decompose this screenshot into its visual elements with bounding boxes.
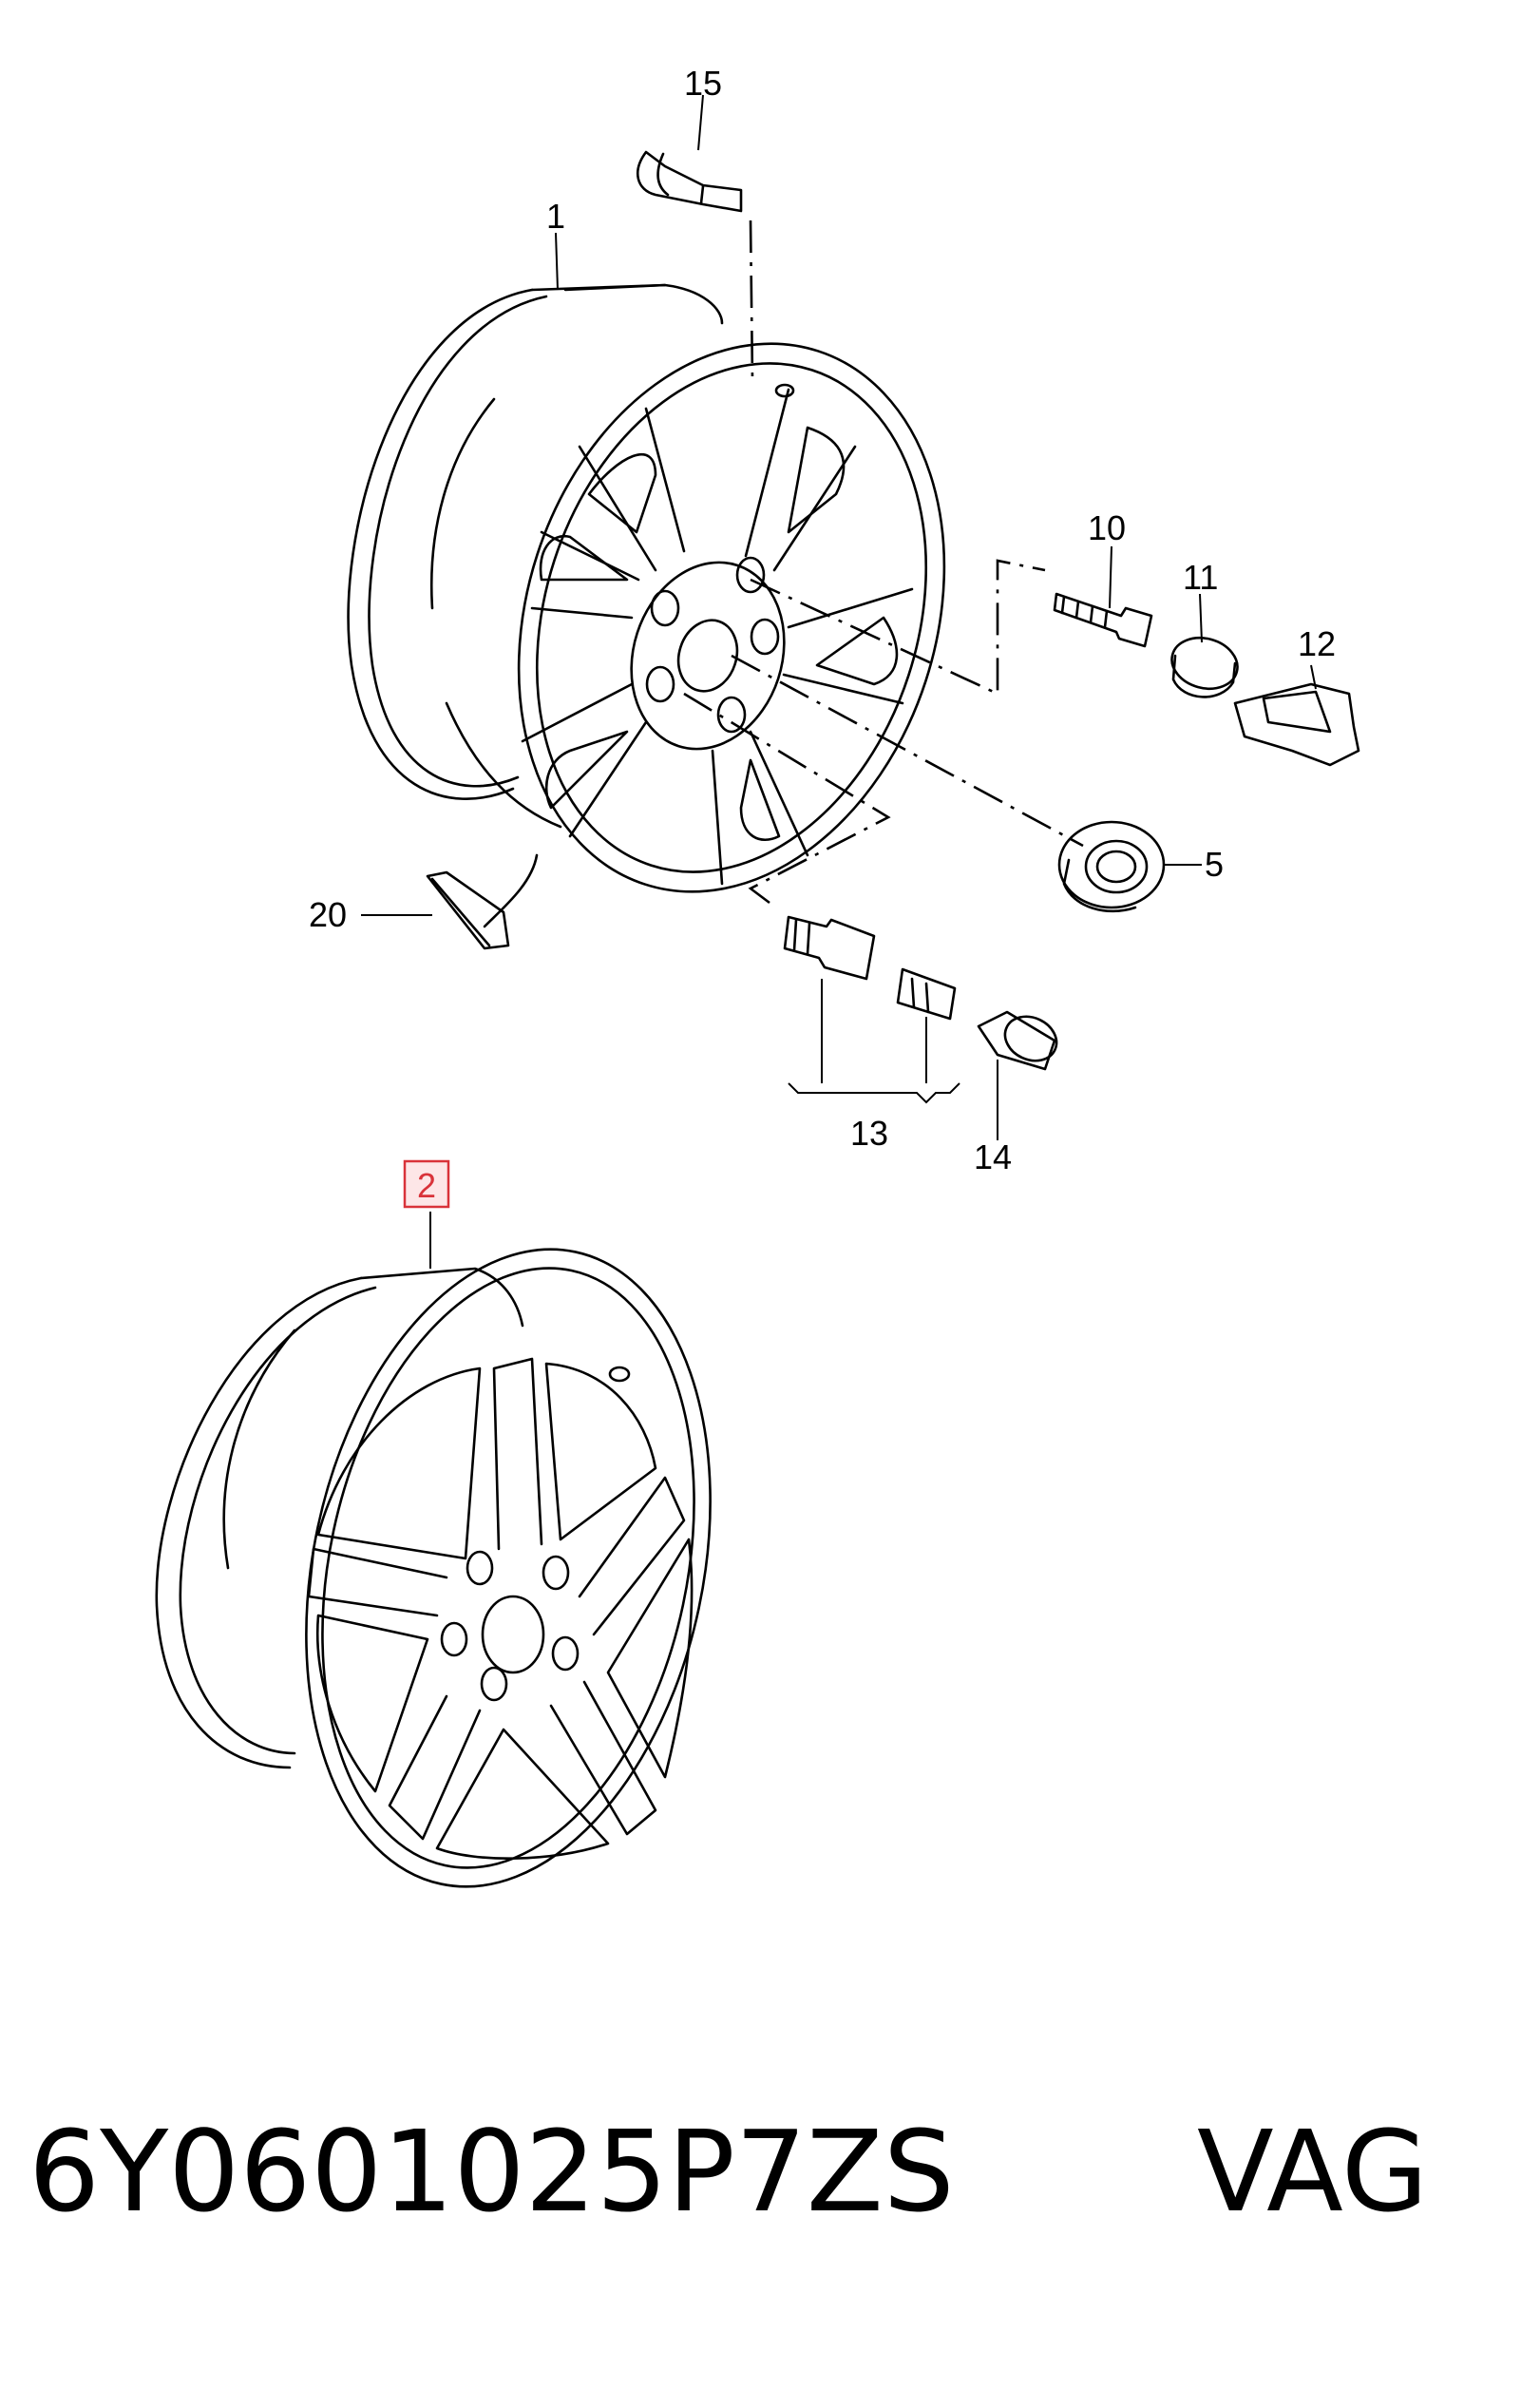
label-part-11: 11	[1183, 558, 1218, 597]
alloy-wheel-lower	[155, 1248, 712, 1888]
label-part-14: 14	[974, 1137, 1012, 1176]
label-part-2: 2	[417, 1166, 436, 1205]
cap-puller-tool	[1233, 664, 1360, 767]
hub-cap	[1057, 820, 1202, 913]
part-number-text: 6Y0601025P7ZS	[29, 2106, 955, 2237]
label-part-1: 1	[546, 197, 565, 236]
label-part-10: 10	[1088, 508, 1126, 547]
balance-weight	[361, 853, 539, 950]
alloy-wheel-upper	[347, 283, 946, 893]
bolt-cap	[1170, 593, 1239, 698]
brand-text: VAG	[1197, 2106, 1429, 2237]
label-part-12: 12	[1298, 624, 1336, 663]
label-part-15: 15	[684, 64, 722, 103]
anti-theft-cap	[977, 1010, 1058, 1140]
footer: 6Y0601025P7ZS VAG	[29, 2114, 1511, 2228]
label-part-13: 13	[850, 1114, 888, 1153]
valve-stem	[637, 94, 743, 213]
wheel-bolt	[1053, 545, 1153, 648]
anti-theft-bolt-set	[783, 915, 960, 1104]
label-part-2-highlight[interactable]: 2	[403, 1159, 450, 1209]
label-part-5: 5	[1205, 845, 1224, 884]
assembly-leader-lines	[683, 220, 1084, 905]
label-part-20: 20	[309, 895, 347, 934]
